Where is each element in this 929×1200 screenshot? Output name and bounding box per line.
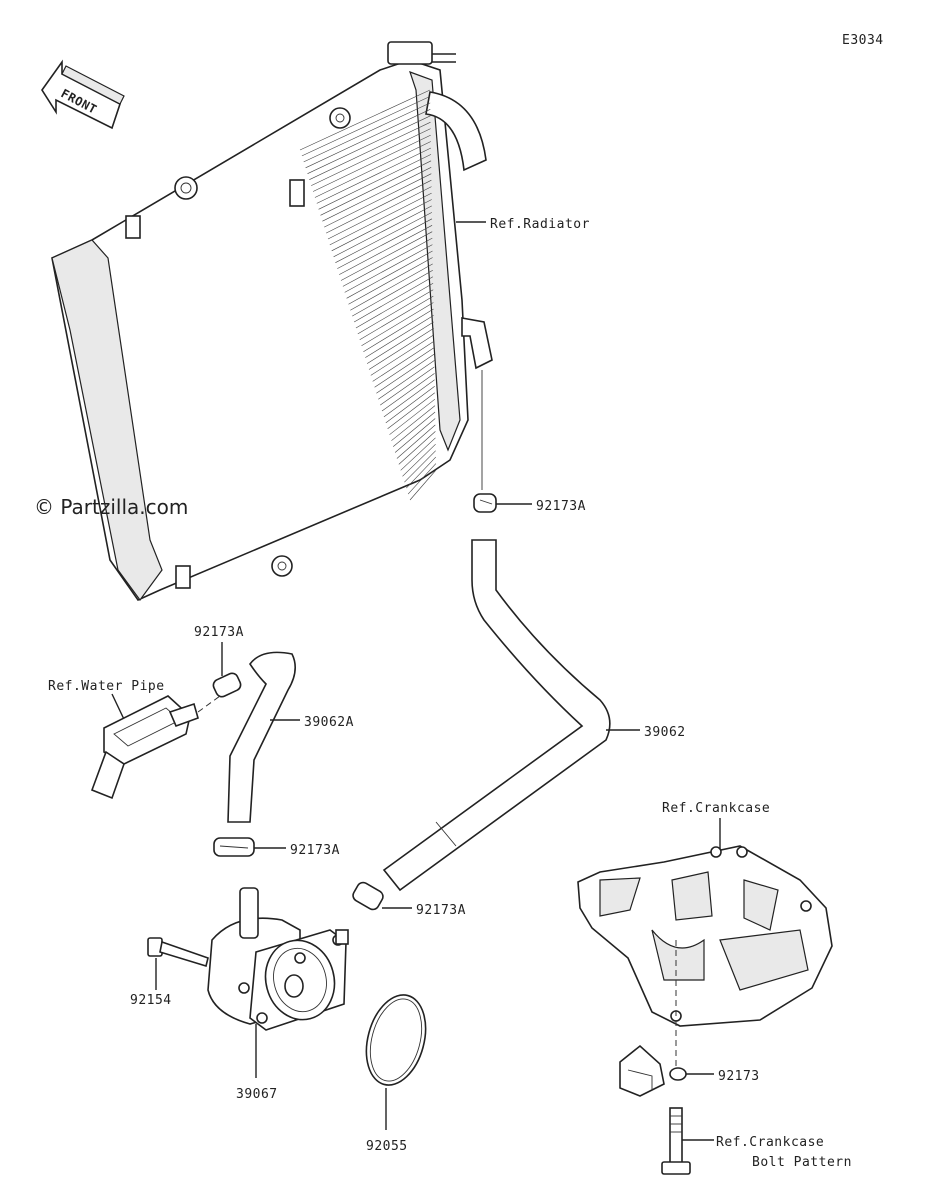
radiator-fin [391, 405, 436, 441]
radiator-fin [407, 463, 437, 495]
clamp-lower-right-label: 92173A [416, 903, 466, 918]
radiator-fin [329, 192, 432, 246]
radiator-fin [400, 437, 436, 471]
radiator-fin [350, 263, 433, 311]
radiator-fin [314, 141, 431, 198]
radiator-fin [305, 109, 431, 169]
radiator-fin [327, 186, 432, 240]
radiator-fin [372, 340, 435, 382]
radiator-fin [396, 424, 436, 459]
radiator-fin [344, 244, 433, 293]
clamp-lower-right [352, 881, 384, 911]
radiator-fin [393, 411, 436, 447]
ref-radiator-label: Ref.Radiator [490, 217, 590, 232]
radiator-fin [299, 89, 431, 151]
radiator-fin [333, 205, 432, 258]
crankcase-bolt [661, 1107, 691, 1175]
radiator-fin [370, 334, 435, 376]
o-ring-92055 [365, 994, 427, 1086]
radiator-fin [348, 257, 433, 305]
clamp-92173-label: 92173 [718, 1069, 760, 1084]
radiator-fin [324, 173, 432, 228]
radiator-fin [335, 212, 433, 263]
radiator-fin [374, 347, 435, 388]
clamp-92173 [619, 1044, 687, 1097]
clamp-lower-left-label: 92173A [290, 843, 340, 858]
radiator-fin [340, 231, 433, 281]
ref-bolt-label-line1: Ref.Crankcase [716, 1135, 824, 1150]
radiator-fin [325, 179, 432, 234]
hose-39062 [382, 539, 611, 892]
radiator-fin [385, 386, 435, 424]
radiator-fin [381, 373, 435, 412]
radiator-fin [406, 456, 437, 489]
radiator-fin [318, 154, 432, 210]
radiator-fin [394, 418, 436, 453]
oil-cooler [207, 887, 349, 1031]
bolt-92154 [147, 937, 209, 968]
radiator-fin [376, 353, 435, 394]
radiator-fin [398, 431, 436, 465]
radiator-fin [383, 379, 435, 418]
radiator-fin [387, 392, 435, 430]
radiator-fin [365, 315, 434, 358]
radiator-fin [339, 225, 433, 275]
hose-39062a [227, 651, 296, 823]
water-pipe-centerline [197, 695, 221, 713]
crankcase-drawing [577, 845, 833, 1027]
water-pipe-fitting [90, 695, 199, 800]
hose-39062-mark [435, 821, 457, 847]
clamp-lower-left [213, 837, 255, 857]
radiator-fin [342, 237, 433, 287]
radiator-fin [307, 115, 431, 174]
radiator-fin [352, 270, 433, 317]
clamp-upper-label: 92173A [536, 499, 586, 514]
radiator-fin [337, 218, 433, 269]
radiator-fin [359, 295, 434, 341]
ref-water-pipe-label: Ref.Water Pipe [48, 679, 165, 694]
ref-bolt-label-line2: Bolt Pattern [752, 1155, 852, 1170]
radiator-fin [404, 450, 436, 483]
radiator-fin [357, 289, 434, 335]
ref-crankcase-label: Ref.Crankcase [662, 801, 770, 816]
hose-39062a-label: 39062A [304, 715, 354, 730]
radiator-fin [361, 302, 434, 347]
radiator-fin [355, 282, 434, 329]
radiator-fin [331, 199, 432, 252]
diagram-code: E3034 [842, 33, 884, 48]
radiator-fin [363, 308, 434, 352]
radiator-fin [368, 328, 434, 370]
radiator-fin [346, 250, 433, 299]
watermark: © Partzilla.com [34, 495, 188, 519]
radiator-fin [380, 366, 435, 406]
bolt-92154-label: 92154 [130, 993, 172, 1008]
radiator-fin [322, 167, 432, 222]
radiator-fin [303, 102, 431, 163]
radiator-fin [353, 276, 434, 323]
radiator-fin [301, 96, 431, 157]
radiator-fin [402, 443, 436, 477]
clamp-upper [473, 493, 497, 513]
radiator-fin [409, 469, 437, 501]
hose-39062-label: 39062 [644, 725, 686, 740]
radiator-fins [299, 89, 437, 501]
radiator-fin [320, 160, 432, 216]
front-arrow: FRONT [41, 59, 125, 130]
radiator-drawing [51, 41, 493, 602]
clamp-water-pipe-label: 92173A [194, 625, 244, 640]
radiator-fin [311, 128, 431, 186]
cooler-label: 39067 [236, 1087, 278, 1102]
radiator-fin [316, 147, 432, 204]
radiator-fin [366, 321, 434, 364]
o-ring-label: 92055 [366, 1139, 408, 1154]
radiator-fin [378, 360, 435, 400]
clamp-water-pipe [212, 672, 242, 698]
radiator-fin [389, 398, 436, 435]
radiator-fin [309, 121, 431, 180]
radiator-fin [312, 134, 431, 192]
